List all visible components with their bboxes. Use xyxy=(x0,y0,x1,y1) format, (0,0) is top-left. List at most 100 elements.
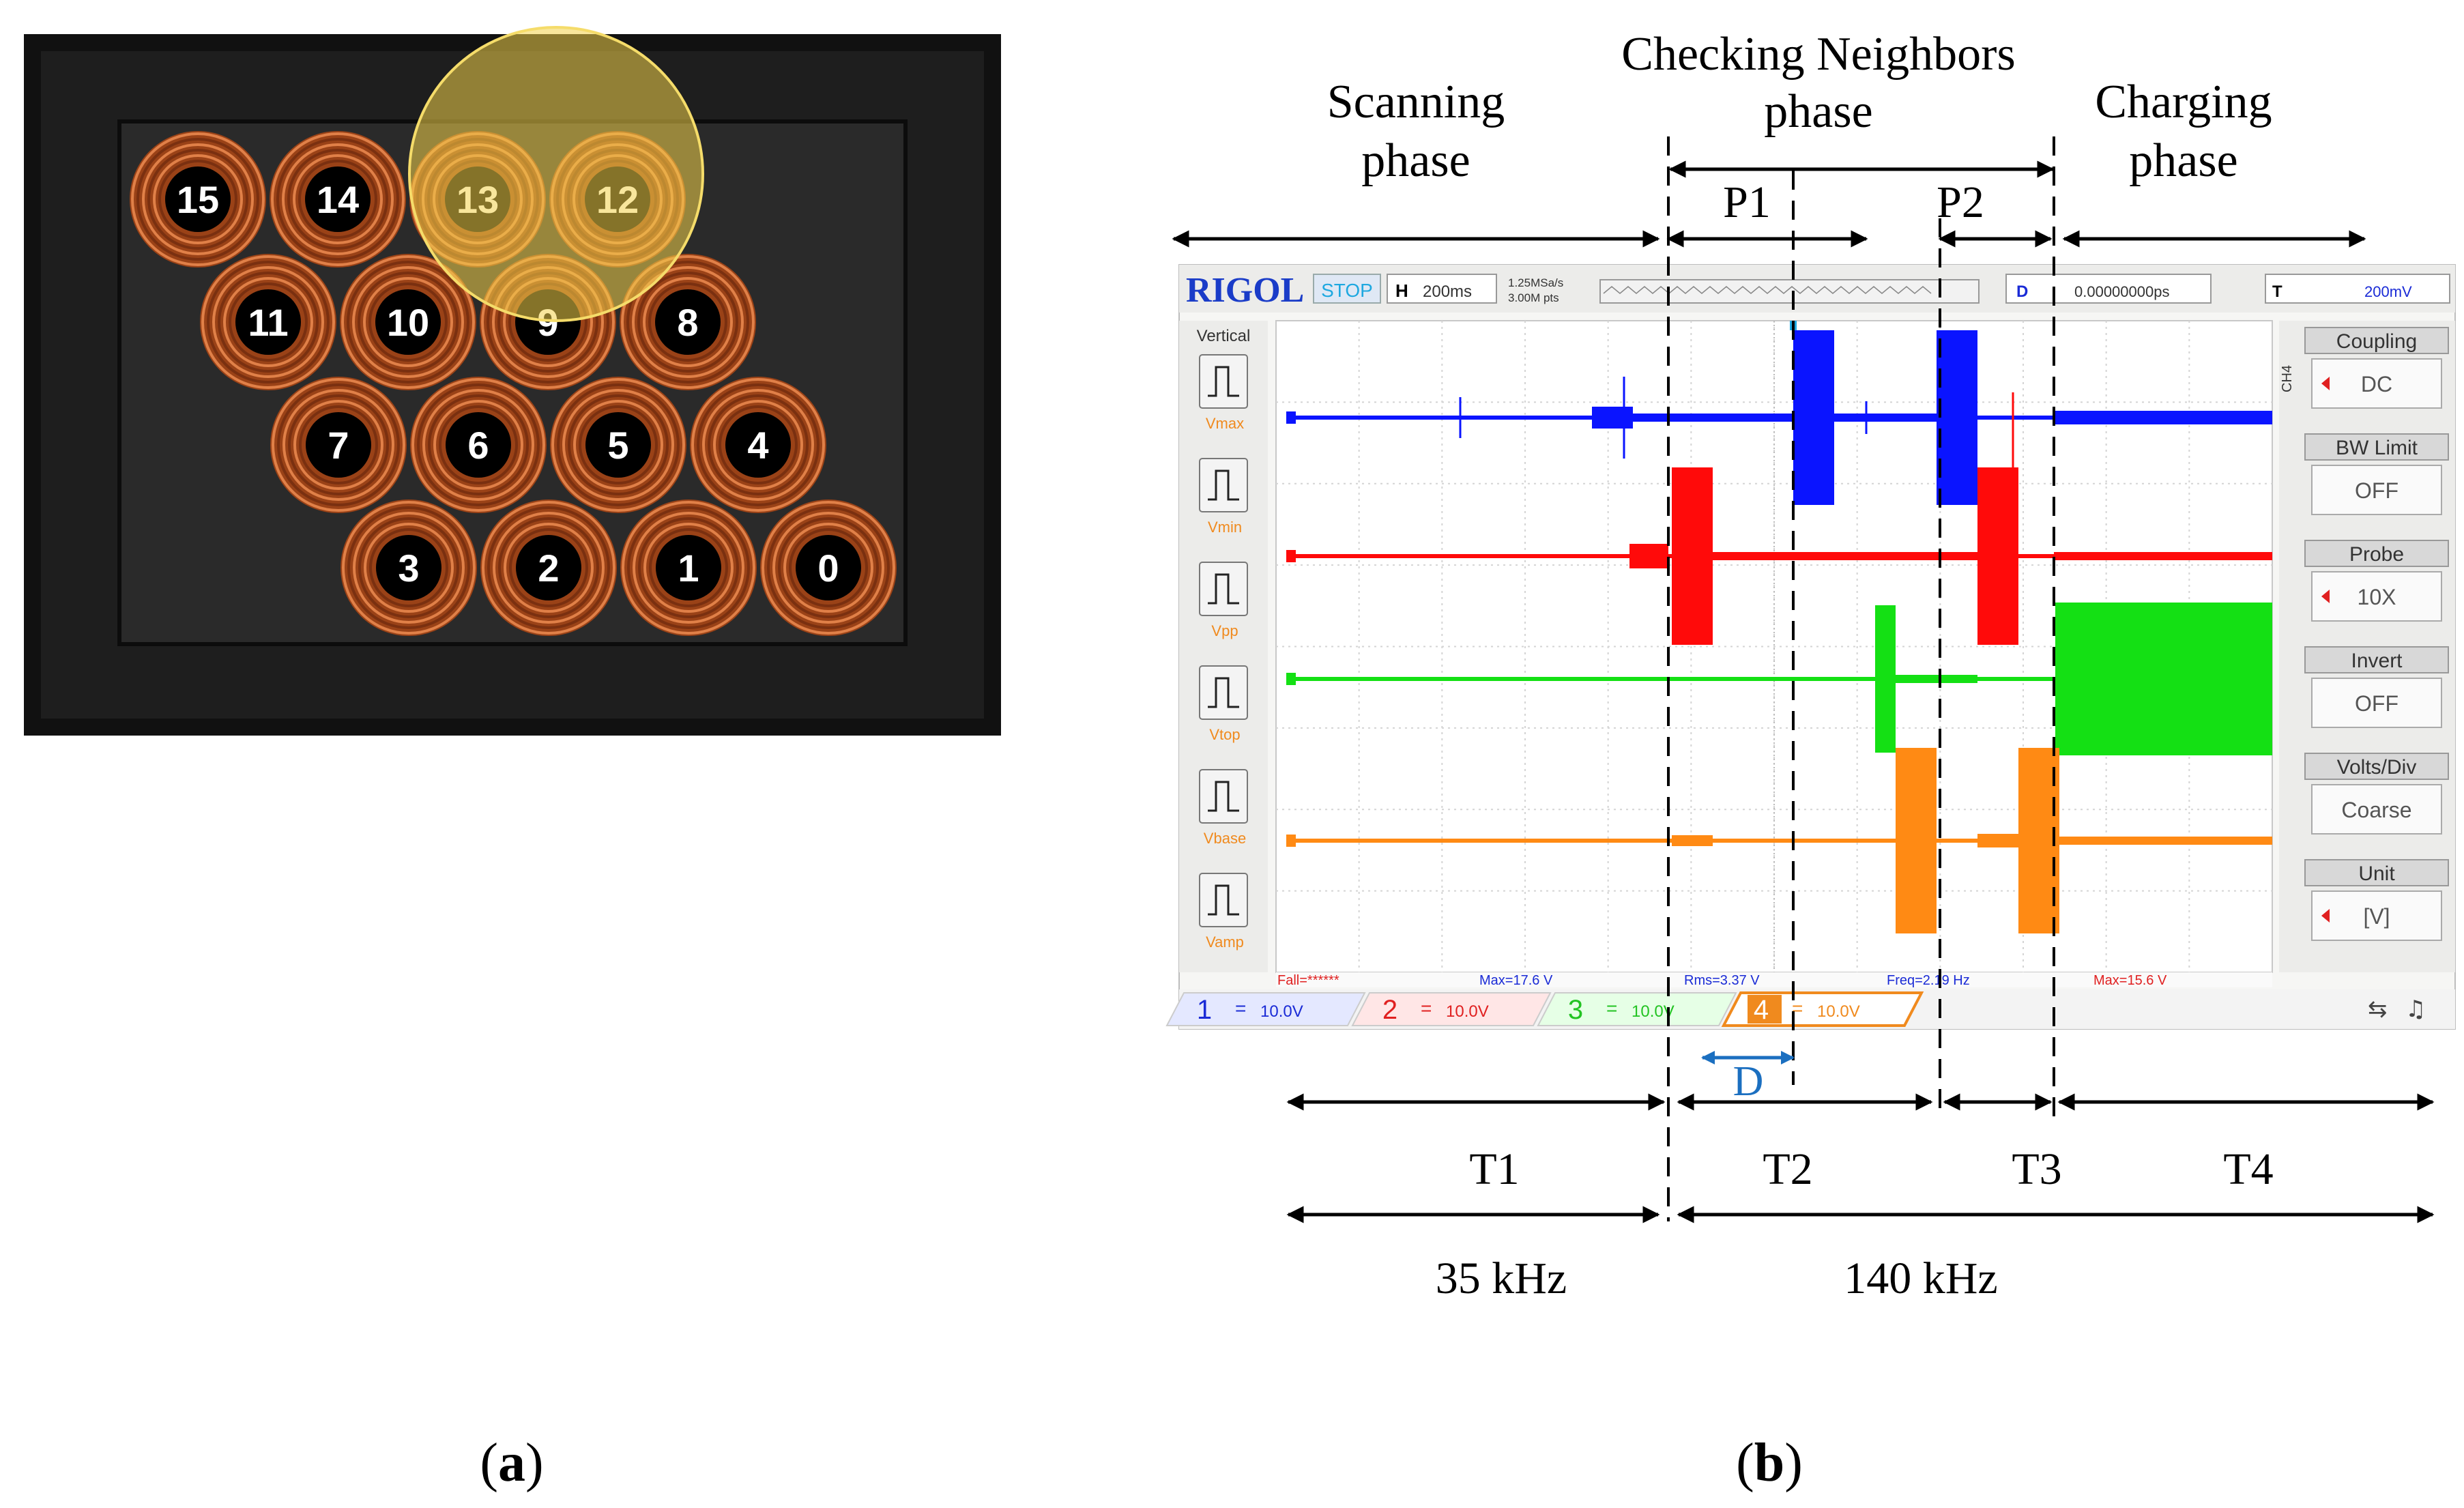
coil-winding xyxy=(131,132,265,266)
coil-core xyxy=(165,166,231,232)
coil-winding xyxy=(411,378,545,512)
scope-timebase: 200ms xyxy=(1423,282,1472,301)
pulse-icon xyxy=(1208,366,1239,397)
pulse-icon xyxy=(1208,573,1239,605)
channel-scale: 10.0V xyxy=(1446,1002,1489,1021)
channel-coupling-icon: = xyxy=(1792,998,1803,1019)
coil-winding xyxy=(637,272,738,373)
svg-text:(a): (a) xyxy=(480,1433,543,1493)
channel-indicator-1[interactable]: 1=10.0V xyxy=(1165,992,1366,1026)
channel-indicator-2[interactable]: 2=10.0V xyxy=(1351,992,1552,1026)
coil-winding xyxy=(498,517,599,618)
coil-4: 4 xyxy=(690,377,826,513)
coil-core xyxy=(235,289,301,355)
measurement-value: Rms=3.37 V xyxy=(1684,973,1760,988)
coil-winding xyxy=(691,378,825,512)
pulse-icon xyxy=(1208,677,1239,708)
trace-burst xyxy=(1937,330,1977,505)
trace-burst xyxy=(1977,467,2018,645)
coil-winding xyxy=(142,143,254,255)
coil-winding xyxy=(783,523,873,613)
waveform-traces xyxy=(1286,321,2272,933)
channel-scale: 10.0V xyxy=(1260,1002,1303,1021)
coil-winding xyxy=(433,400,523,490)
coil-winding xyxy=(789,528,868,607)
coil-label: 1 xyxy=(678,547,699,590)
coil-label: 14 xyxy=(317,178,359,221)
coil-winding xyxy=(422,389,534,501)
trace-noise xyxy=(1633,414,1793,422)
coil-winding xyxy=(358,517,459,618)
coil-winding xyxy=(487,506,610,629)
svg-text:(b): (b) xyxy=(1736,1433,1803,1493)
menu-item-unit[interactable]: Unit[V] xyxy=(2304,859,2449,941)
coil-core xyxy=(376,535,441,600)
measure-button-label: Vmax xyxy=(1206,415,1244,432)
trace-burst xyxy=(2055,603,2272,755)
coil-label: 10 xyxy=(387,301,429,344)
coil-winding xyxy=(369,528,448,607)
measure-button-vbase[interactable]: Vbase xyxy=(1199,769,1248,847)
scope-h-mode: H xyxy=(1395,280,1408,301)
measure-button-vmin[interactable]: Vmin xyxy=(1199,458,1248,536)
checking-label-1: Checking Neighbors xyxy=(1621,28,2015,81)
coil-14: 14 xyxy=(270,131,406,267)
f2-label: 140 kHz xyxy=(1844,1253,1997,1303)
measure-column xyxy=(1179,321,1268,972)
coil-winding xyxy=(504,523,594,613)
coil-winding xyxy=(276,138,399,261)
measure-button-vpp[interactable]: Vpp xyxy=(1199,562,1248,639)
coil-winding xyxy=(702,389,814,501)
f1-label: 35 kHz xyxy=(1436,1253,1567,1303)
coil-11: 11 xyxy=(200,254,336,390)
channel-indicator-3[interactable]: 3=10.0V xyxy=(1537,992,1737,1026)
measurement-value: Max=17.6 V xyxy=(1479,973,1553,988)
trace-burst xyxy=(1672,835,1713,846)
trace-noise xyxy=(1713,552,1977,560)
scope-timebase-box xyxy=(1387,274,1497,304)
coil-core xyxy=(796,535,861,600)
coil-winding xyxy=(299,405,378,484)
scope-trig-mode: T xyxy=(2272,282,2282,301)
coil-7: 7 xyxy=(270,377,407,513)
trace-burst xyxy=(1896,748,1937,933)
channel-indicator-4[interactable]: 4=10.0V xyxy=(1721,991,1924,1027)
coil-winding xyxy=(223,277,313,367)
coil-winding xyxy=(482,501,615,635)
coil-winding xyxy=(439,405,518,484)
measurement-value: Freq=2.19 Hz xyxy=(1887,973,1970,988)
menu-item-title: Unit xyxy=(2358,862,2395,885)
coil-winding xyxy=(762,501,895,635)
coil-winding xyxy=(509,528,588,607)
measure-button-vtop[interactable]: Vtop xyxy=(1199,665,1248,743)
checking-label-2: phase xyxy=(1764,85,1872,138)
coil-winding xyxy=(153,154,243,244)
trace-noise xyxy=(1834,414,1937,422)
coil-winding xyxy=(622,501,755,635)
measure-button-vmax[interactable]: Vmax xyxy=(1199,354,1248,432)
trace-ch2 xyxy=(1286,467,2272,645)
menu-item-title: Volts/Div xyxy=(2337,756,2417,779)
measure-button-vamp[interactable]: Vamp xyxy=(1199,873,1248,951)
trace-marker xyxy=(1286,550,1296,562)
coil-winding xyxy=(551,378,685,512)
coil-winding xyxy=(207,261,330,383)
charging-label-1: Charging xyxy=(2095,76,2272,128)
d-label: D xyxy=(1733,1058,1764,1105)
menu-item-value: 10X xyxy=(2358,585,2396,609)
measurement-bar xyxy=(1276,972,2272,987)
menu-arrow-icon xyxy=(2321,909,2330,923)
oscilloscope-panel: Scanning phase Checking Neighbors phase … xyxy=(1165,28,2456,1303)
caption-b: (b) xyxy=(1736,1433,1803,1493)
menu-item-title: Invert xyxy=(2351,650,2403,672)
trace-burst xyxy=(1793,330,1834,505)
coil-label: 6 xyxy=(467,424,489,467)
scope-status: STOP xyxy=(1321,280,1373,301)
